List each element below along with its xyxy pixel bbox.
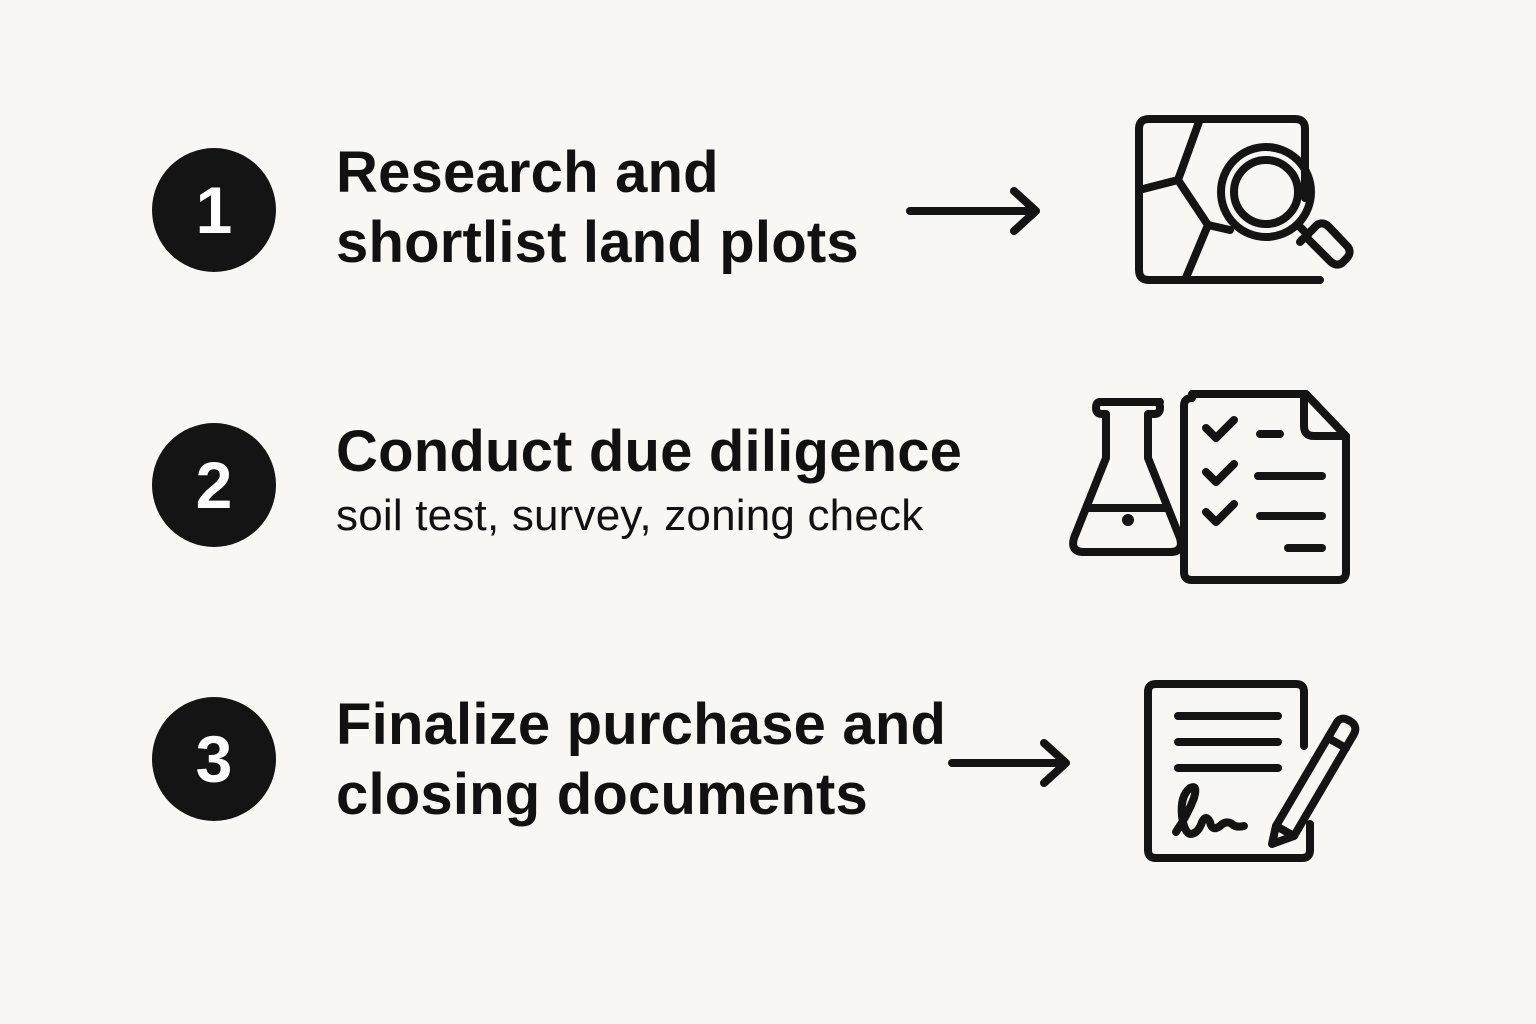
step-title: Research and shortlist land plots: [336, 138, 859, 278]
step-number: 3: [195, 722, 233, 796]
step-title-line: Finalize purchase and: [336, 692, 947, 757]
right-arrow-icon: [948, 739, 1070, 787]
signed-document-pen-icon: [1144, 680, 1360, 862]
step-title: Finalize purchase and closing documents: [336, 690, 946, 830]
step-title-line: Conduct due diligence: [336, 419, 963, 484]
step-number-badge: 1: [152, 148, 276, 272]
step-number-badge: 3: [152, 697, 276, 821]
step-title-line: closing documents: [336, 762, 868, 827]
step-title: Conduct due diligence soil test, survey,…: [336, 417, 962, 545]
step-number-badge: 2: [152, 423, 276, 547]
right-arrow-icon: [906, 187, 1040, 235]
step-subtitle: soil test, survey, zoning check: [336, 491, 924, 540]
map-magnifier-icon: [1135, 115, 1354, 284]
step-title-line: shortlist land plots: [336, 210, 859, 275]
step-title-line: Research and: [336, 140, 719, 205]
step-number: 2: [195, 448, 233, 522]
flask-checklist-icon: [1069, 390, 1350, 584]
step-number: 1: [195, 173, 233, 247]
